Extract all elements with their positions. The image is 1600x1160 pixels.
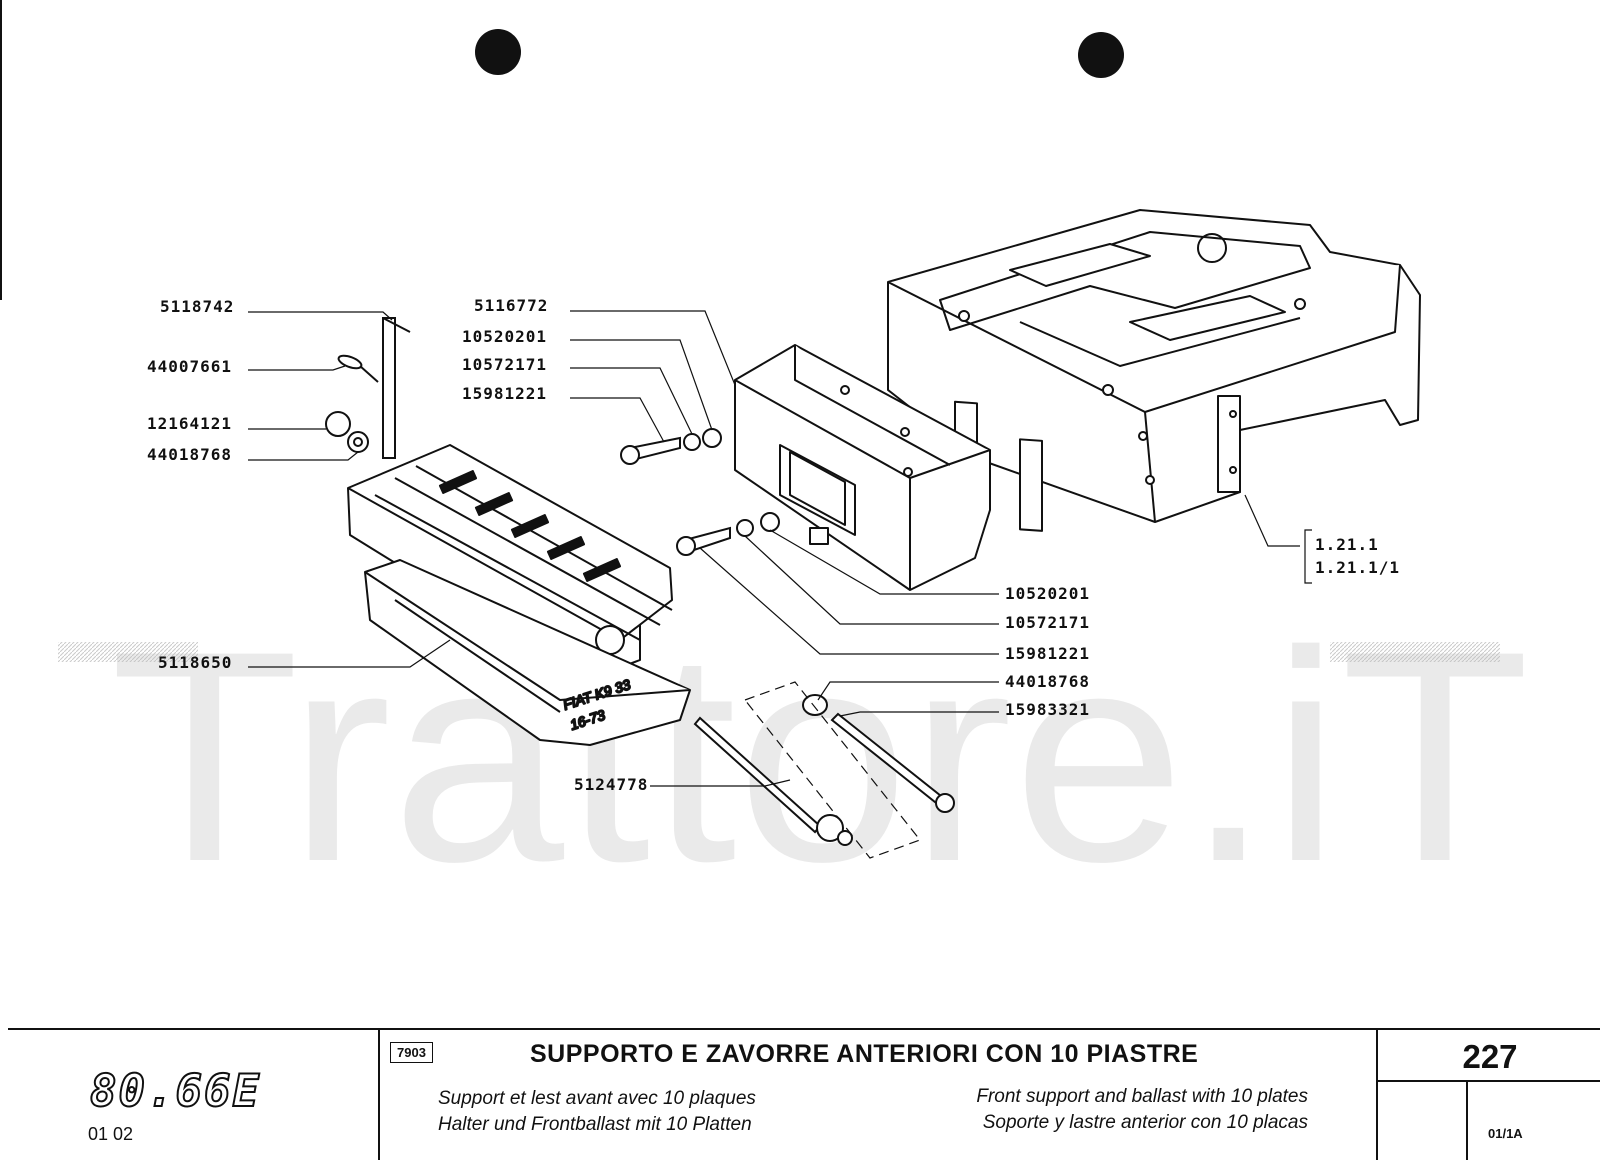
label-middle-3: 10572171 [462, 355, 547, 374]
label-left-3: 12164121 [147, 414, 232, 433]
watermark-hatch-left [58, 642, 198, 662]
tie-rod [693, 716, 822, 834]
label-left-4: 44018768 [147, 445, 232, 464]
label-right-2: 10572171 [1005, 613, 1090, 632]
exploded-parts-diagram: Trattore.iT [0, 0, 1530, 924]
label-middle-2: 10520201 [462, 327, 547, 346]
binding-hole-right [1078, 32, 1124, 78]
page-divider [1378, 1080, 1600, 1082]
ballast-support-bracket [734, 344, 991, 591]
bolts [620, 428, 955, 846]
label-ref-b: 1.21.1/1 [1315, 558, 1400, 577]
washer-lower [760, 512, 780, 532]
label-bolt: 5124778 [574, 775, 648, 794]
small-hardware [325, 317, 411, 459]
label-right-3: 15981221 [1005, 644, 1090, 663]
washer-upper [702, 428, 722, 448]
page-revision: 01/1A [1488, 1126, 1523, 1141]
model-code: 01 02 [88, 1124, 134, 1144]
label-left-2: 44007661 [147, 357, 232, 376]
subtitle-spanish: Soporte y lastre anterior con 10 placas [982, 1112, 1308, 1133]
watermark-hatch-right [1330, 642, 1500, 662]
label-ballast: 5118650 [158, 653, 232, 672]
page-number: 227 [1462, 1038, 1518, 1075]
page-sub-divider [1466, 1080, 1468, 1160]
lock-washer-lower [736, 519, 754, 537]
title-block: 80.66E 01 02 7903 SUPPORTO E ZAVORRE ANT… [8, 1028, 1600, 1160]
label-left-1: 5118742 [160, 297, 234, 316]
label-middle-4: 15981221 [462, 384, 547, 403]
dashed-assembly-outline [744, 681, 921, 859]
hex-nut [325, 411, 351, 437]
label-right-4: 44018768 [1005, 672, 1090, 691]
watermark: Trattore.iT [110, 588, 1530, 924]
binding-hole-left [475, 29, 521, 75]
page-cell: 227 01/1A [1376, 1030, 1600, 1160]
model-name: 80.66E [89, 1065, 261, 1118]
washer-bottom [802, 694, 828, 716]
spring-clip [337, 354, 363, 370]
subtitle-french: Support et lest avant avec 10 plaques [438, 1088, 756, 1109]
lock-washer-upper [683, 433, 701, 451]
ballast-weight-stack-upper [347, 444, 673, 691]
label-ref-a: 1.21.1 [1315, 535, 1379, 554]
model-cell: 80.66E 01 02 [8, 1030, 376, 1160]
page-title: SUPPORTO E ZAVORRE ANTERIORI CON 10 PIAS… [530, 1040, 1199, 1068]
chassis-casting [887, 209, 1421, 532]
leader-lines [248, 310, 1312, 787]
subtitle-english: Front support and ballast with 10 plates [976, 1086, 1308, 1107]
description-cell: 7903 SUPPORTO E ZAVORRE ANTERIORI CON 10… [378, 1030, 1378, 1160]
label-right-5: 15983321 [1005, 700, 1090, 719]
label-middle-1: 5116772 [474, 296, 548, 315]
lock-pin [382, 317, 396, 459]
group-code-box: 7903 [390, 1042, 433, 1063]
ballast-weight-stack-lower: FIAT K9 33 16-73 [364, 559, 691, 746]
subtitle-german: Halter und Frontballast mit 10 Platten [438, 1114, 752, 1135]
label-right-1: 10520201 [1005, 584, 1090, 603]
